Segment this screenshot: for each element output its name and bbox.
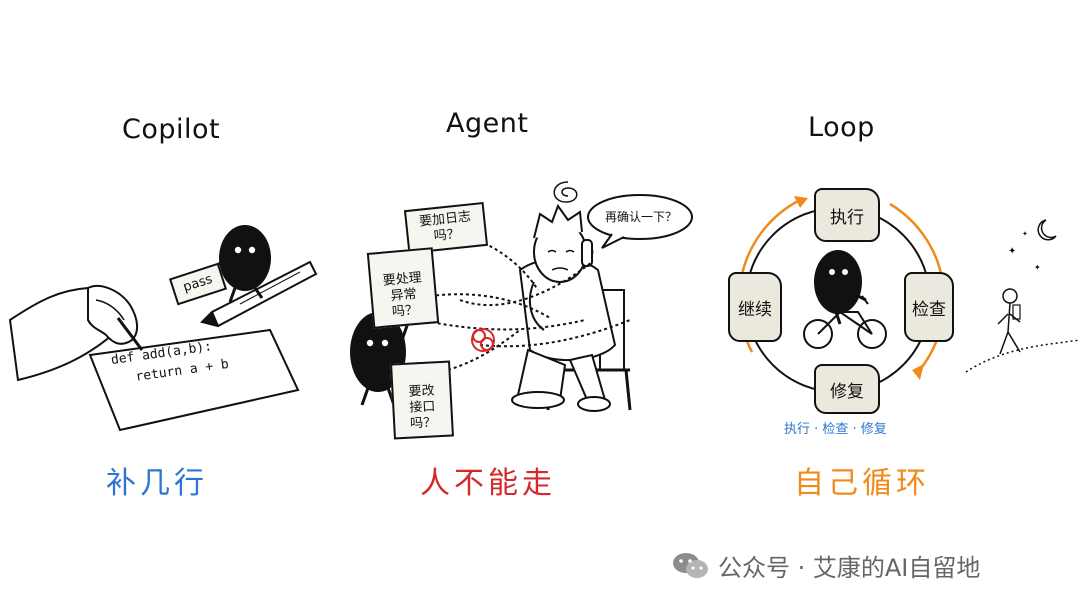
watermark-text: 公众号 · 艾康的AI自留地 [718, 554, 981, 582]
panel-copilot: Copilot pass def add(a,b): return a + b … [0, 0, 330, 608]
step-label: 检查 [912, 299, 946, 320]
cycle-label: 执行 · 检查 · 修复 [784, 422, 887, 437]
svg-text:✦: ✦ [1022, 230, 1028, 238]
svg-text:✦: ✦ [1008, 246, 1016, 257]
caption-copilot: 补几行 [106, 466, 208, 501]
step-label: 继续 [738, 299, 772, 320]
panel-agent: Agent [330, 0, 693, 608]
question-note-interface: 要改 接口吗？ [390, 360, 454, 440]
panel-loop: Loop ✦ ✦ ✦ 执行 检查 修复 [690, 0, 1080, 608]
speech-text: 再确认一下？ [604, 210, 677, 224]
note-text: 要改 接口吗？ [408, 383, 437, 432]
step-repair: 修复 [814, 364, 880, 414]
step-label: 执行 [830, 207, 864, 228]
wechat-icon [673, 552, 708, 578]
watermark: 公众号 · 艾康的AI自留地 [672, 548, 980, 583]
note-text: 要处理 异常吗？ [382, 270, 423, 321]
question-note-exception: 要处理 异常吗？ [366, 247, 440, 329]
note-text: 要加日志吗？ [418, 209, 472, 245]
step-execute: 执行 [814, 188, 880, 242]
caption-loop: 自己循环 [794, 466, 930, 501]
step-check: 检查 [904, 272, 954, 342]
caption-agent: 人不能走 [420, 466, 556, 501]
agent-illustration [350, 181, 693, 412]
svg-text:✦: ✦ [1034, 263, 1041, 272]
step-label: 修复 [830, 381, 864, 402]
pass-tag-label: pass [181, 271, 215, 296]
step-continue: 继续 [728, 272, 782, 342]
copilot-illustration [8, 225, 318, 432]
panel-title-agent: Agent [446, 108, 529, 139]
question-note-log: 要加日志吗？ [403, 201, 489, 255]
panel-title-copilot: Copilot [122, 114, 221, 145]
panel-title-loop: Loop [808, 112, 875, 143]
